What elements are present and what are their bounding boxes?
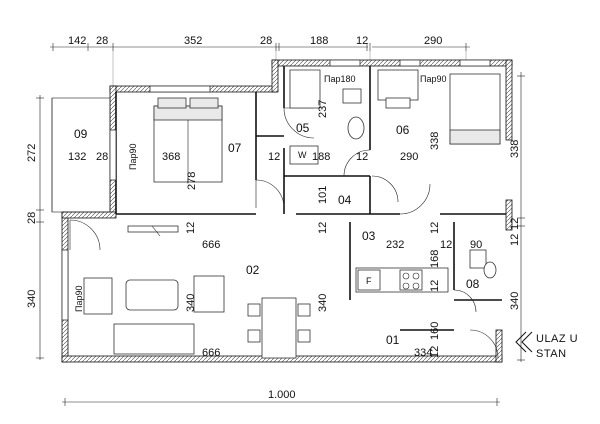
dim-label: 12 (429, 280, 441, 292)
dim-label: 352 (184, 35, 202, 47)
entrance-label-line2: STAN (536, 348, 567, 360)
dim-label: 28 (96, 151, 108, 163)
annotation-labels: Пар180 Пар90 Пар90 Пар90 W F (74, 74, 447, 312)
dim-label: 12 (429, 346, 441, 358)
armchair-right (193, 275, 225, 313)
dim-label: 666 (202, 347, 220, 359)
par90-top-label: Пар90 (420, 74, 447, 84)
dining-table (261, 297, 297, 359)
right-dimension-labels: 338 12 340 (509, 140, 521, 310)
dim-label: 338 (509, 140, 521, 158)
entrance-marker: ULAZ U STAN (515, 331, 578, 360)
dim-label: 237 (317, 100, 329, 118)
entrance-arrow-icon (515, 331, 533, 353)
par90-left-label: Пар90 (74, 286, 84, 313)
dimension-lines (36, 43, 525, 406)
left-dimension-labels: 272 28 340 (26, 144, 38, 308)
room-labels: 01 02 03 04 05 06 07 08 09 (74, 121, 480, 347)
coffee-table (125, 279, 179, 311)
dim-label: 12 (317, 222, 329, 234)
toilet (342, 88, 362, 104)
dim-label: 12 (185, 222, 197, 234)
dim-label: 340 (317, 294, 329, 312)
room-05-label: 05 (296, 121, 310, 135)
dim-label: 12 (268, 151, 280, 163)
room-09-label: 09 (74, 127, 88, 141)
dim-label: 290 (400, 151, 418, 163)
dim-label: 278 (186, 172, 198, 190)
dim-label: 28 (96, 35, 108, 47)
top-dimension-labels: 142 28 352 28 188 12 290 (68, 35, 442, 47)
dim-label: 340 (185, 294, 197, 312)
dim-label: 132 (68, 151, 86, 163)
dim-label: 232 (386, 239, 404, 251)
dim-label: 12 (356, 35, 368, 47)
dim-label: 340 (509, 292, 521, 310)
bottom-dimension-label: 1.000 (268, 389, 296, 401)
dim-label: 90 (470, 239, 482, 251)
interior-walls (115, 66, 506, 331)
dim-label: 272 (26, 144, 38, 162)
washing-machine (289, 145, 319, 165)
windows (61, 59, 491, 321)
dim-label: 28 (260, 35, 272, 47)
room-08-label: 08 (466, 277, 480, 291)
dim-label: 28 (26, 212, 38, 224)
dim-label: 12 (440, 239, 452, 251)
dim-label: 334 (414, 347, 432, 359)
sink (347, 116, 365, 140)
room-06-label: 06 (396, 123, 410, 137)
dim-label: 12 (509, 218, 521, 230)
dim-label: 338 (429, 132, 441, 150)
toilet-08 (469, 249, 487, 269)
inner-dimension-labels: 132 28 368 278 12 188 12 290 237 338 101… (68, 100, 521, 359)
room-04-label: 04 (338, 193, 352, 207)
dim-label: 160 (429, 322, 441, 340)
furniture (83, 69, 501, 359)
room-03-label: 03 (362, 229, 376, 243)
dim-label: 142 (68, 35, 86, 47)
room-01-label: 01 (386, 333, 400, 347)
dim-label: 101 (317, 186, 329, 204)
dim-label: 340 (26, 290, 38, 308)
dim-label: 168 (429, 250, 441, 268)
dim-label: 188 (310, 35, 328, 47)
dim-label: 12 (429, 222, 441, 234)
dim-label: 666 (202, 239, 220, 251)
washer-label: W (298, 150, 307, 160)
tv-unit (127, 225, 179, 233)
par90-bed-label: Пар90 (128, 144, 138, 171)
dim-label: 368 (162, 151, 180, 163)
room-02-label: 02 (246, 263, 260, 277)
room-07-label: 07 (228, 141, 242, 155)
dim-label: 188 (312, 151, 330, 163)
armchair-left (83, 277, 113, 315)
dim-label: 290 (424, 35, 442, 47)
sofa (113, 323, 195, 355)
dim-label: 12 (356, 151, 368, 163)
entrance-label-line1: ULAZ U (536, 333, 578, 345)
desk (377, 69, 419, 101)
par180-label: Пар180 (324, 74, 356, 84)
fridge-label: F (366, 276, 372, 286)
dim-label: 12 (509, 234, 521, 246)
